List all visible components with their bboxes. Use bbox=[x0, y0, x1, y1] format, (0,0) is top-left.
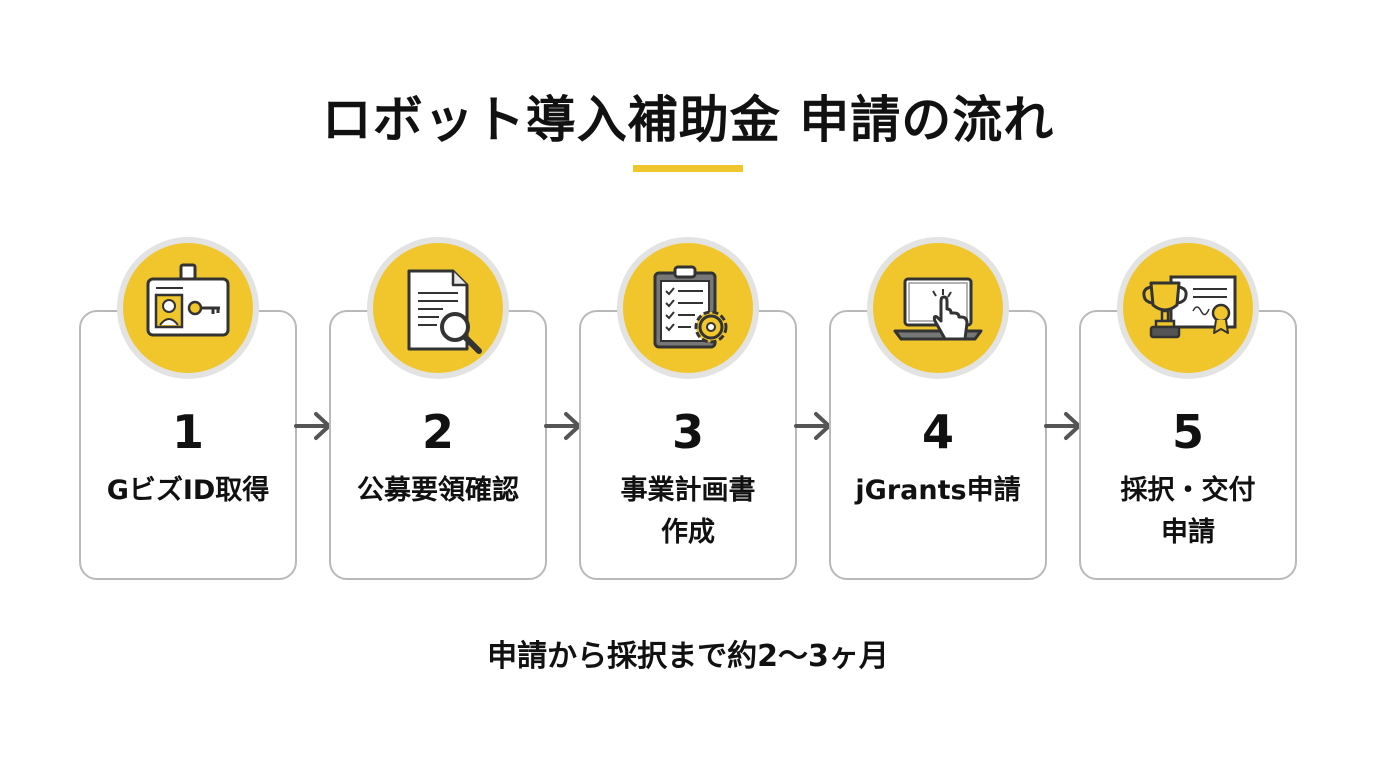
step-number-5: 5 bbox=[1171, 405, 1204, 459]
step-label-3: 事業計画書 作成 bbox=[620, 475, 756, 548]
document-magnifier-icon bbox=[407, 269, 482, 354]
footnote: 申請から採択まで約2〜3ヶ月 bbox=[487, 639, 889, 674]
step-label-5: 採択・交付 申請 bbox=[1120, 475, 1256, 548]
id-card-key-icon bbox=[146, 263, 230, 337]
title-underline bbox=[633, 165, 743, 172]
step-number-1: 1 bbox=[171, 405, 204, 459]
step-circle-5 bbox=[1117, 237, 1259, 379]
step-label-4: jGrants申請 bbox=[855, 475, 1021, 506]
laptop-click-icon bbox=[893, 277, 983, 341]
step-card-3 bbox=[579, 310, 797, 580]
step-label-1: GビズID取得 bbox=[106, 475, 270, 506]
step-circle-4 bbox=[867, 237, 1009, 379]
step-number-2: 2 bbox=[421, 405, 454, 459]
trophy-certificate-icon bbox=[1142, 275, 1237, 339]
step-number-3: 3 bbox=[671, 405, 704, 459]
page-title: ロボット導入補助金 申請の流れ bbox=[321, 91, 1055, 149]
step-circle-3 bbox=[617, 237, 759, 379]
step-number-4: 4 bbox=[921, 405, 954, 459]
step-circle-2 bbox=[367, 237, 509, 379]
step-circle-1 bbox=[117, 237, 259, 379]
step-label-2: 公募要領確認 bbox=[357, 475, 519, 506]
clipboard-checklist-gear-icon bbox=[653, 265, 728, 349]
